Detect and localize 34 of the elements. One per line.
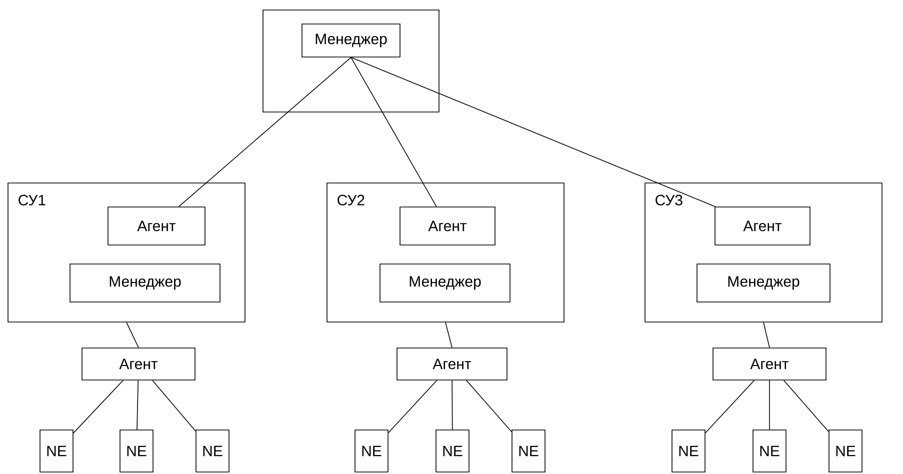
device-box: NE <box>354 430 388 472</box>
inner-box: Менеджер <box>696 264 830 302</box>
device-box: NE <box>40 430 74 472</box>
connector-line <box>136 380 139 430</box>
connector-line <box>350 57 437 207</box>
connector-line <box>452 380 453 430</box>
connector-line <box>763 322 770 348</box>
device-box: NE <box>752 430 786 472</box>
connector-line <box>152 380 196 432</box>
agent-box: Агент <box>82 348 196 380</box>
connector-line <box>783 380 829 432</box>
inner-box: Агент <box>400 206 496 246</box>
device-box: NE <box>120 430 154 472</box>
device-box: NE <box>436 430 470 472</box>
inner-box: Менеджер <box>380 264 510 302</box>
device-box: NE <box>512 430 546 472</box>
inner-box: Менеджер <box>302 24 400 58</box>
connector-line <box>73 380 124 434</box>
inner-box: Менеджер <box>70 264 220 302</box>
connector-line <box>126 322 139 348</box>
connector-line <box>705 380 755 434</box>
connector-line <box>466 380 512 432</box>
device-box: NE <box>672 430 706 472</box>
connector-line <box>350 57 716 207</box>
device-box: NE <box>828 430 862 472</box>
connector-line <box>178 57 352 207</box>
connector-line <box>769 380 770 430</box>
inner-box: Агент <box>108 206 206 246</box>
agent-box: Агент <box>396 348 508 380</box>
connector-line <box>388 380 438 434</box>
connector-line <box>445 322 452 348</box>
inner-box: Агент <box>714 206 810 246</box>
device-box: NE <box>196 430 230 472</box>
agent-box: Агент <box>712 348 826 380</box>
